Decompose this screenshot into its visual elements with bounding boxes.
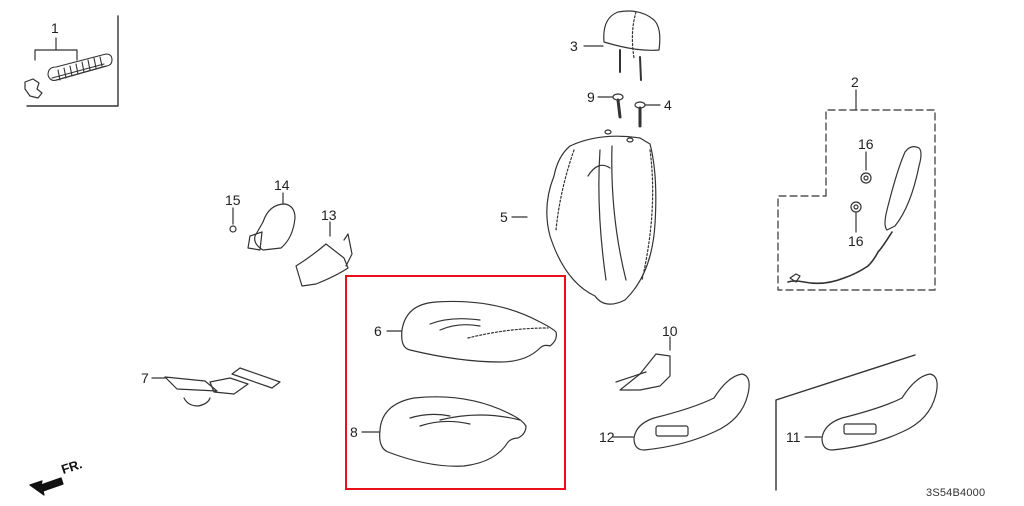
part-14-cover[interactable] bbox=[247, 192, 296, 251]
part-7-harness[interactable] bbox=[151, 367, 281, 407]
part-16-nut-lower[interactable] bbox=[850, 201, 862, 233]
part-3-headrest[interactable] bbox=[583, 10, 661, 81]
callout-16-upper[interactable]: 16 bbox=[858, 136, 874, 152]
front-direction-arrow-icon bbox=[29, 477, 64, 496]
callout-15[interactable]: 15 bbox=[225, 192, 241, 208]
part-9-bolt[interactable] bbox=[597, 93, 624, 119]
callout-14[interactable]: 14 bbox=[274, 177, 290, 193]
callout-7[interactable]: 7 bbox=[141, 370, 149, 386]
part-2-side-airbag[interactable] bbox=[787, 146, 922, 285]
callout-3[interactable]: 3 bbox=[570, 38, 578, 54]
part-5-seatback-cover[interactable] bbox=[511, 129, 657, 305]
part-13-cover[interactable] bbox=[295, 221, 353, 287]
part-16-nut-upper[interactable] bbox=[860, 151, 872, 184]
part-11-side-trim[interactable] bbox=[804, 373, 938, 451]
callout-16-lower[interactable]: 16 bbox=[848, 233, 864, 249]
callout-1[interactable]: 1 bbox=[51, 20, 59, 36]
part-12-side-trim[interactable] bbox=[612, 373, 750, 451]
callout-10[interactable]: 10 bbox=[662, 323, 678, 339]
callout-6[interactable]: 6 bbox=[374, 323, 382, 339]
part-1-clip-set[interactable] bbox=[24, 15, 119, 107]
part-15-clip[interactable] bbox=[229, 207, 237, 233]
callout-12[interactable]: 12 bbox=[599, 429, 615, 445]
callout-8[interactable]: 8 bbox=[350, 424, 358, 440]
callout-13[interactable]: 13 bbox=[321, 207, 337, 223]
callout-2[interactable]: 2 bbox=[851, 74, 859, 90]
callout-4[interactable]: 4 bbox=[664, 97, 672, 113]
part-2-frame[interactable] bbox=[777, 109, 936, 291]
callout-11[interactable]: 11 bbox=[786, 429, 801, 445]
callout-9[interactable]: 9 bbox=[587, 89, 595, 105]
callout-5[interactable]: 5 bbox=[500, 209, 508, 225]
highlight-box-parts-6-8 bbox=[345, 275, 566, 490]
part-4-bolt[interactable] bbox=[634, 101, 661, 128]
part-8-cushion-pad[interactable] bbox=[361, 396, 527, 467]
part-10-bracket[interactable] bbox=[615, 336, 671, 391]
part-6-cushion-cover[interactable] bbox=[386, 300, 557, 363]
diagram-code: 3S54B4000 bbox=[926, 487, 986, 499]
